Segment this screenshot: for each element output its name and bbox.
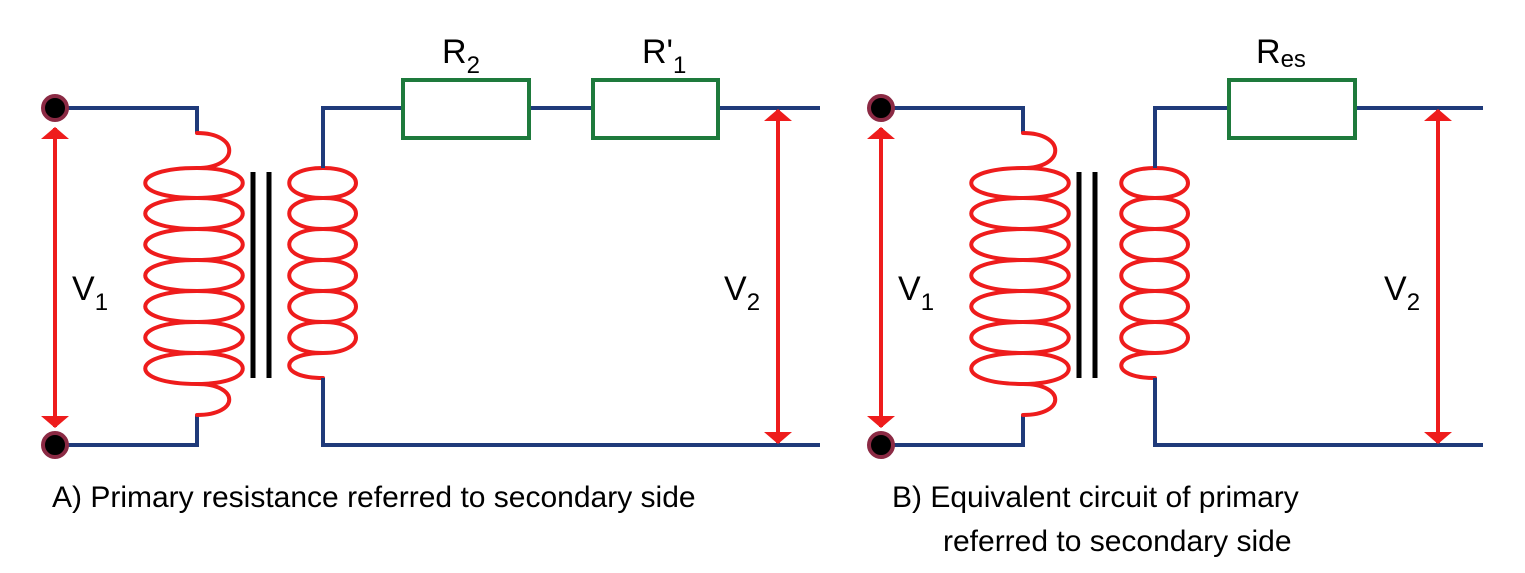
- v1-label: V1: [72, 270, 108, 316]
- caption-b-line1: B) Equivalent circuit of primary: [892, 481, 1299, 514]
- v2-label: V2: [724, 270, 760, 316]
- secondary-circuit-a: R2 R'1 V2: [287, 33, 820, 447]
- secondary-bottom-wire: [321, 378, 820, 447]
- r2-label: R2: [442, 33, 480, 79]
- resistor-r1-prime: [591, 78, 720, 140]
- primary-circuit-b: V1: [867, 94, 1071, 459]
- primary-winding: [969, 131, 1071, 417]
- terminal-top-left: [41, 94, 69, 122]
- r1-prime-label: R'1: [642, 33, 686, 79]
- v2-label: V2: [1384, 270, 1420, 316]
- diagram-a: V1 R2 R'1 V2 A) Primary resistance refer…: [41, 33, 820, 514]
- primary-top-wire: [881, 106, 1025, 133]
- core-a: [250, 172, 272, 378]
- secondary-top-wire: [321, 106, 820, 168]
- secondary-top-wire: [1153, 106, 1483, 168]
- diagram-b: V1 Res V2 B) Equivalent circuit of prima…: [867, 33, 1483, 558]
- secondary-winding: [1119, 166, 1190, 380]
- secondary-circuit-b: Res V2: [1119, 33, 1483, 447]
- caption-b-line2: referred to secondary side: [943, 525, 1292, 558]
- caption-a: A) Primary resistance referred to second…: [52, 481, 696, 514]
- secondary-bottom-wire: [1153, 378, 1483, 447]
- primary-top-wire: [55, 106, 199, 133]
- primary-circuit-a: V1: [41, 94, 245, 459]
- resistor-res: [1227, 78, 1357, 140]
- v1-label: V1: [898, 270, 934, 316]
- primary-bottom-wire: [55, 415, 199, 447]
- terminal-top-left: [867, 94, 895, 122]
- resistor-r2: [401, 78, 531, 140]
- res-label: Res: [1256, 33, 1306, 73]
- primary-winding: [143, 131, 245, 417]
- terminal-bottom-left: [41, 431, 69, 459]
- primary-bottom-wire: [881, 415, 1025, 447]
- terminal-bottom-left: [867, 431, 895, 459]
- core-b: [1076, 172, 1098, 378]
- secondary-winding: [287, 166, 358, 380]
